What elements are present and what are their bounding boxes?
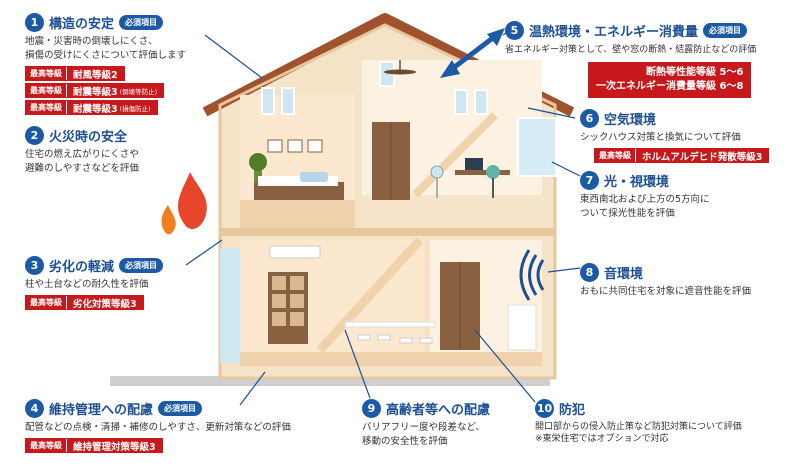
item-title-1: 構造の安定 bbox=[49, 16, 115, 32]
fire-icon bbox=[178, 172, 207, 230]
item-title-4: 維持管理への配慮 bbox=[49, 402, 154, 418]
grade-badge-seismic-damage: 最高等級 耐震等級3(損傷防止) bbox=[25, 100, 158, 115]
cabinet bbox=[507, 304, 537, 351]
heat-exchange-arrow-icon bbox=[440, 28, 505, 78]
item-title-5: 温熱環境・エネルギー消費量 bbox=[529, 24, 699, 40]
ground bbox=[110, 376, 550, 386]
grade-badge-seismic-collapse: 最高等級 耐震等級3(倒壊等防止) bbox=[25, 83, 165, 98]
item-title-3: 劣化の軽減 bbox=[49, 259, 115, 275]
item-title-7: 光・視環境 bbox=[604, 174, 670, 190]
callout-3-deterioration: 3 劣化の軽減 必須項目 柱や土台などの耐久性を評価 最高等級 劣化対策等級3 bbox=[25, 255, 164, 310]
callout-8-sound: 8 音環境 おもに共同住宅を対象に遮音性能を評価 bbox=[580, 262, 751, 299]
item-title-8: 音環境 bbox=[604, 266, 644, 282]
dining-table bbox=[344, 321, 436, 328]
grade-badge-wind: 最高等級 耐風等級2 bbox=[25, 66, 125, 81]
callout-6-air: 6 空気環境 シックハウス対策と換気について評価 最高等級 ホルムアルデヒド発散… bbox=[580, 108, 770, 163]
fire-small-icon bbox=[161, 205, 176, 235]
bed bbox=[254, 182, 344, 200]
grade-badge-maintenance: 最高等級 維持管理対策等級3 bbox=[25, 438, 163, 453]
callout-4-maintenance: 4 維持管理への配慮 必須項目 配管などの点検・清掃・補修のしやすさ、更新対策な… bbox=[25, 398, 291, 453]
callout-1-structure: 1 構造の安定 必須項目 地震・災害時の倒壊しにくさ、 損傷の受けにくさについて… bbox=[25, 12, 186, 115]
sound-wave-icon bbox=[536, 259, 545, 291]
callout-7-light: 7 光・視環境 東西南北および上方の5方向に ついて採光性能を評価 bbox=[580, 170, 710, 221]
callout-9-elderly: 9 高齢者等への配慮 バリアフリー度や段差など、 移動の安全性を評価 bbox=[362, 398, 490, 449]
item-title-9: 高齢者等への配慮 bbox=[386, 402, 491, 418]
monitor-icon bbox=[465, 158, 483, 170]
item-title-10: 防犯 bbox=[559, 402, 586, 418]
item-desc-1b: 損傷の受けにくさについて評価します bbox=[25, 50, 187, 61]
left-window bbox=[220, 248, 240, 363]
grade-badge-formaldehyde: 最高等級 ホルムアルデヒド発散等級3 bbox=[594, 148, 770, 163]
fan-icon bbox=[430, 165, 444, 179]
required-tag: 必須項目 bbox=[119, 14, 164, 30]
grade-badge-deterioration: 最高等級 劣化対策等級3 bbox=[25, 295, 144, 310]
side-window bbox=[517, 117, 557, 177]
callout-2-fire-safety: 2 火災時の安全 住宅の燃え広がりにくさや 避難のしやすさなどを評価 bbox=[25, 125, 139, 176]
callout-5-thermal: 5 温熱環境・エネルギー消費量 必須項目 省エネルギー対策として、壁や窓の断熱・… bbox=[505, 20, 756, 57]
item-title-6: 空気環境 bbox=[604, 112, 657, 128]
second-floor-slab bbox=[220, 228, 555, 236]
desk-chair bbox=[486, 165, 500, 179]
item-desc-1a: 地震・災害時の倒壊しにくさ、 bbox=[25, 36, 158, 47]
ceiling-fan-icon bbox=[384, 69, 416, 75]
thermal-grade-box: 断熱等性能等級 5～6 一次エネルギー消費量等級 6～8 bbox=[588, 62, 752, 98]
item-number-1: 1 bbox=[25, 12, 44, 32]
air-conditioner-icon bbox=[269, 245, 321, 259]
callout-10-security: 10 防犯 開口部からの侵入防止策など防犯対策について評価 ※東栄住宅ではオプシ… bbox=[535, 398, 742, 445]
plant-icon bbox=[249, 153, 267, 171]
item-title-2: 火災時の安全 bbox=[49, 129, 128, 145]
